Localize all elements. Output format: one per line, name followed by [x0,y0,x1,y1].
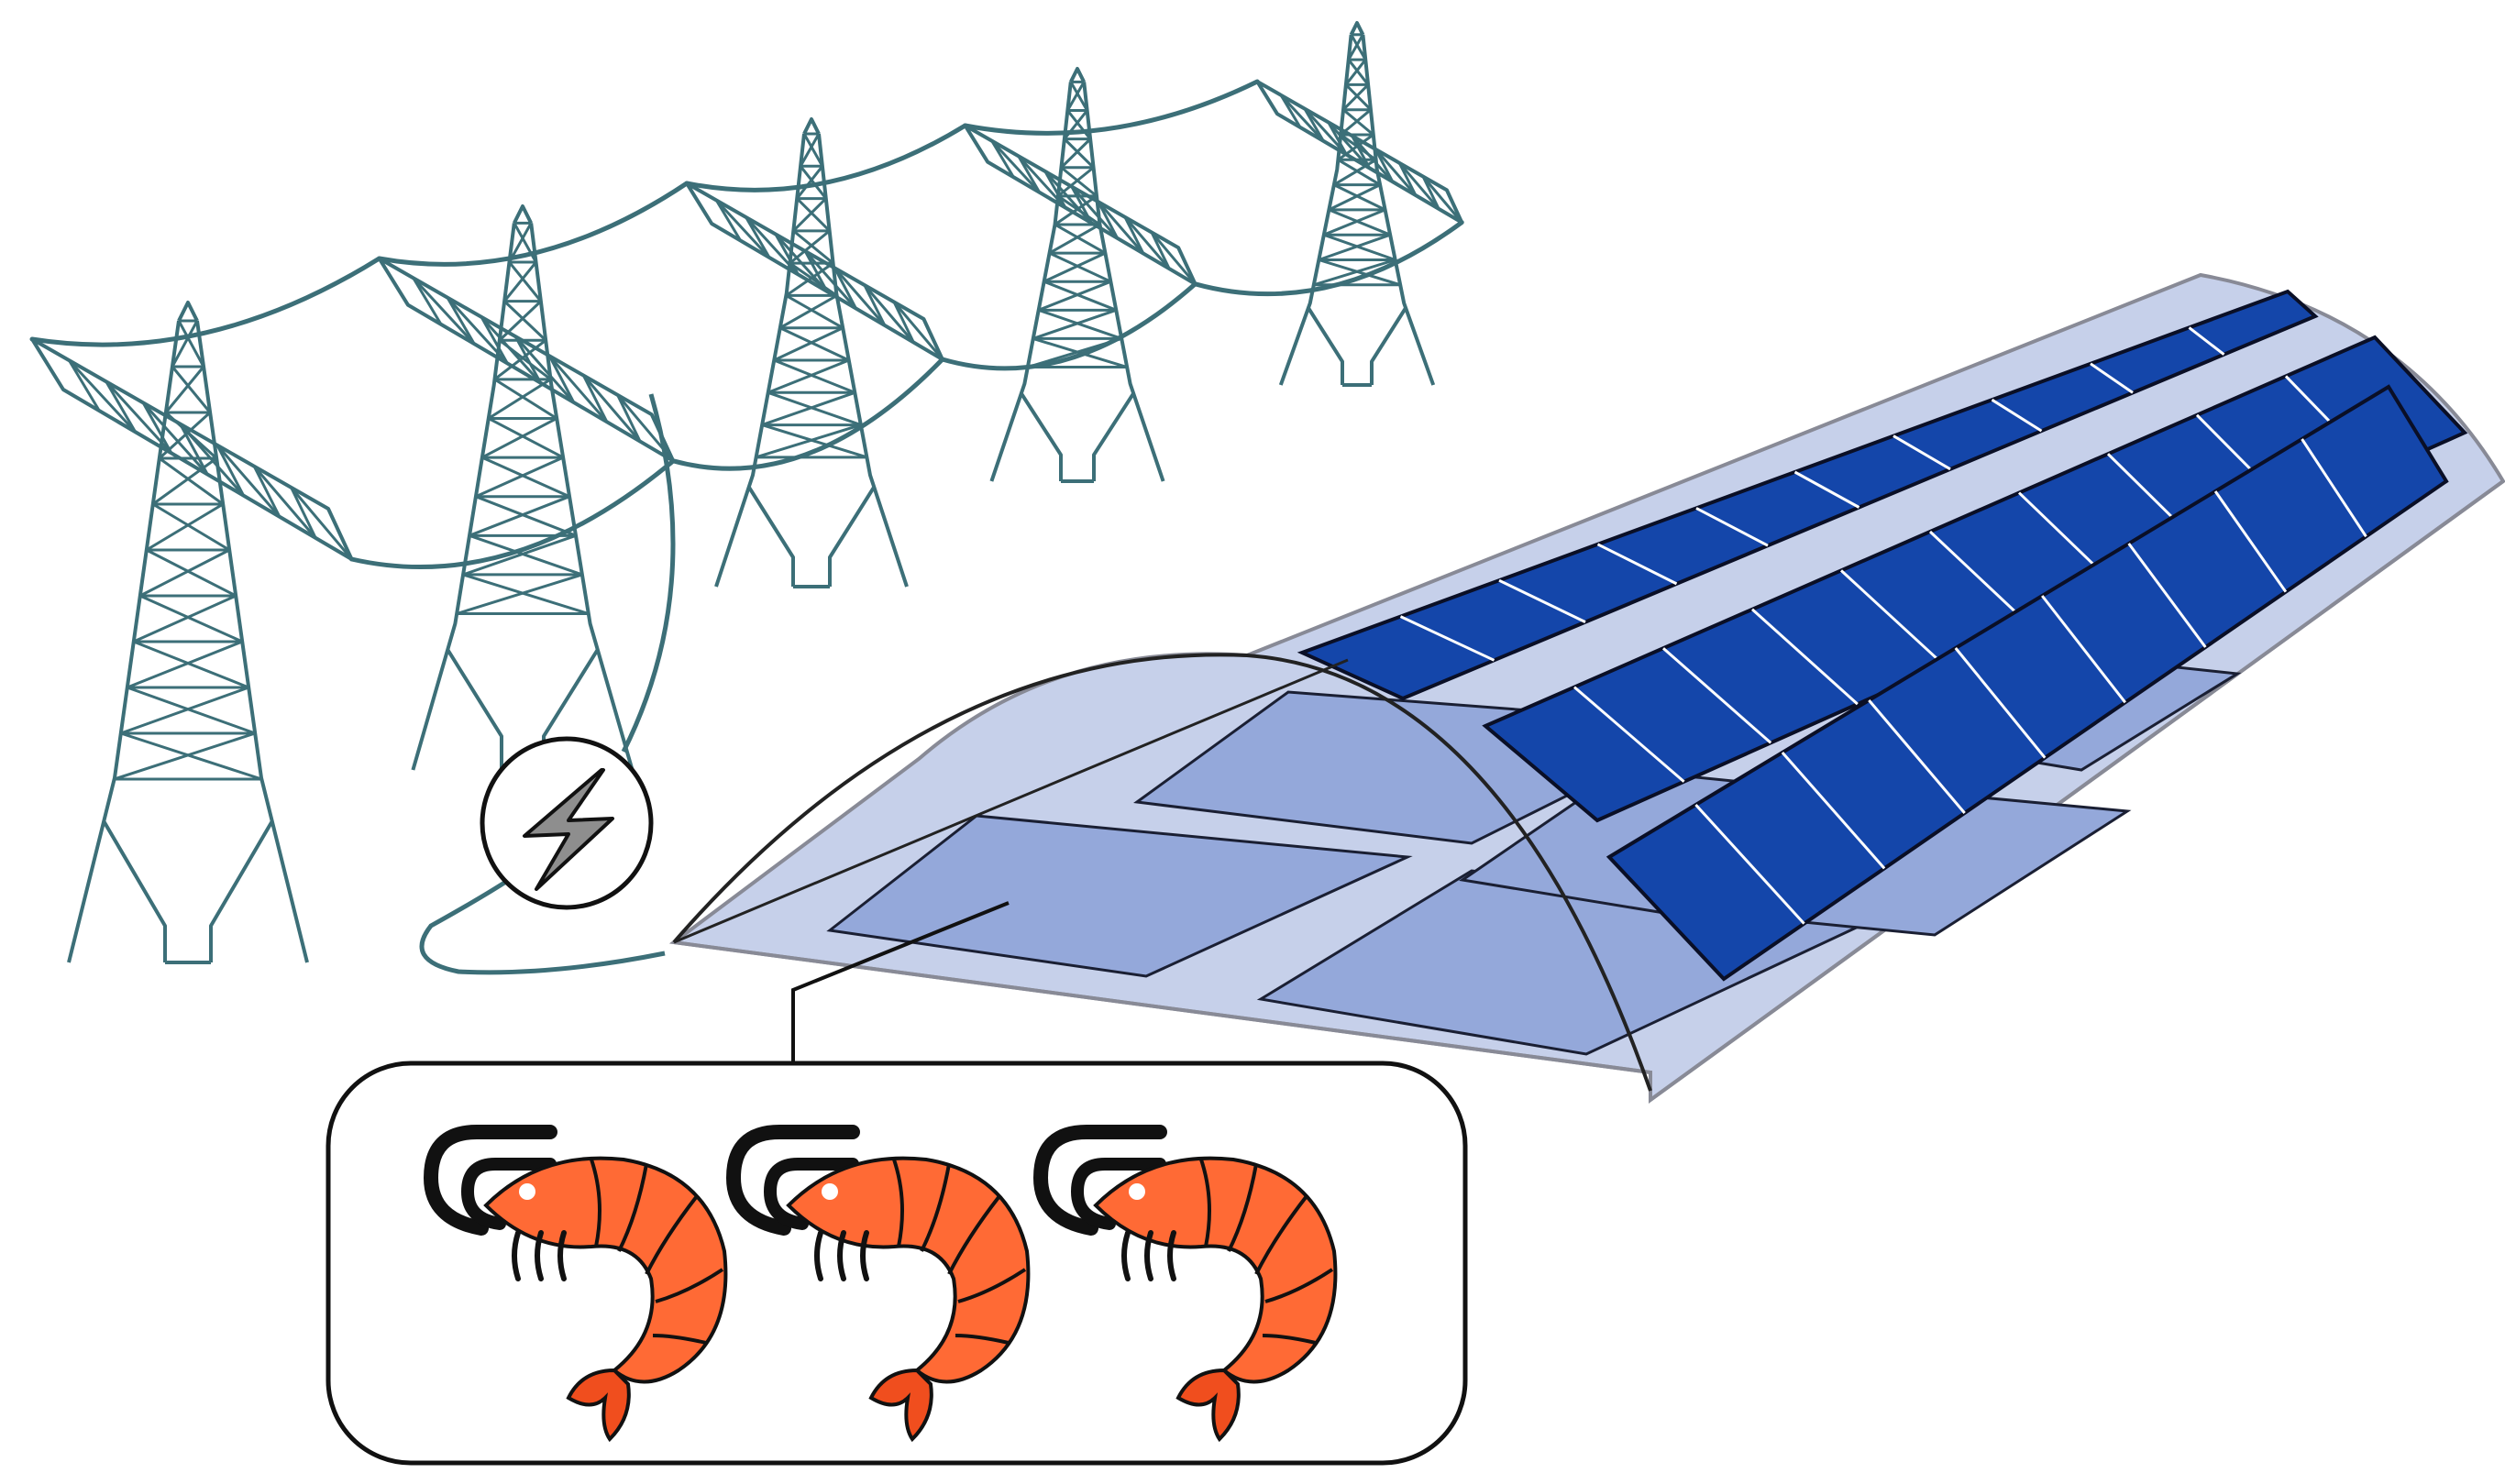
lightning-bolt-icon [523,768,614,891]
greenhouse [668,272,2505,1104]
pond-1 [826,814,1413,978]
greenhouse-arch [672,653,1652,1092]
greenhouse-ridge [673,658,1349,944]
solar-row-3 [1606,384,2449,982]
solar-cell-divider [1750,608,1859,706]
solar-cell-divider [1596,543,1678,586]
solar-cell-divider [1839,569,1946,666]
power-cable [419,855,666,975]
shrimp-1 [423,1125,728,1443]
solar-cell-divider [2041,595,2126,704]
wire [670,357,945,471]
wire [1193,220,1464,297]
shrimp-tail [1175,1368,1241,1443]
shrimp-eye [822,1183,838,1200]
callout-leader-line [791,901,1010,1063]
shrimp-2 [725,1125,1031,1443]
pylon-4 [963,67,1197,483]
pylon-5 [1255,21,1464,387]
shrimp-eye [519,1183,535,1200]
shrimp-group [423,1125,1338,1443]
solar-cell-divider [2213,490,2288,593]
solar-cell-divider [1893,434,1951,471]
solar-cell-divider [1573,686,1685,783]
solar-cell-divider [1399,615,1495,662]
pylon-1 [30,301,354,964]
power-connection [419,393,676,975]
solar-cell-divider [1694,803,1805,925]
wire [377,181,690,267]
solar-cell-divider [2301,438,2367,538]
wire [29,256,382,347]
shrimp-3 [1032,1125,1338,1443]
solar-cell-divider [2127,543,2207,648]
shrimp-tail [868,1368,933,1443]
solar-cell-divider [1695,507,1769,547]
power-cable-up [621,393,676,753]
solar-cell-divider [1662,647,1772,744]
solar-cell-divider [1781,752,1886,870]
shrimp-callout [326,901,1468,1466]
solar-row-1 [1297,289,2319,701]
solar-cell-divider [1793,470,1860,509]
solar-cell-divider [1498,578,1586,623]
shrimp-tail [566,1368,631,1443]
wire [940,281,1198,371]
wire [349,458,676,570]
wire [963,79,1260,136]
solar-cell-divider [1954,647,2047,759]
wire [684,123,968,192]
shrimp-eye [1129,1183,1145,1200]
pylon-2 [377,204,676,772]
solar-cell-divider [2090,362,2134,394]
solar-cell-divider [2188,326,2225,356]
solar-panels [1297,289,2468,982]
solar-cell-divider [1868,699,1966,814]
pylons [30,21,1464,964]
pylon-3 [685,117,944,588]
solar-cell-divider [1991,398,2043,433]
solar-row-2 [1482,335,2468,823]
